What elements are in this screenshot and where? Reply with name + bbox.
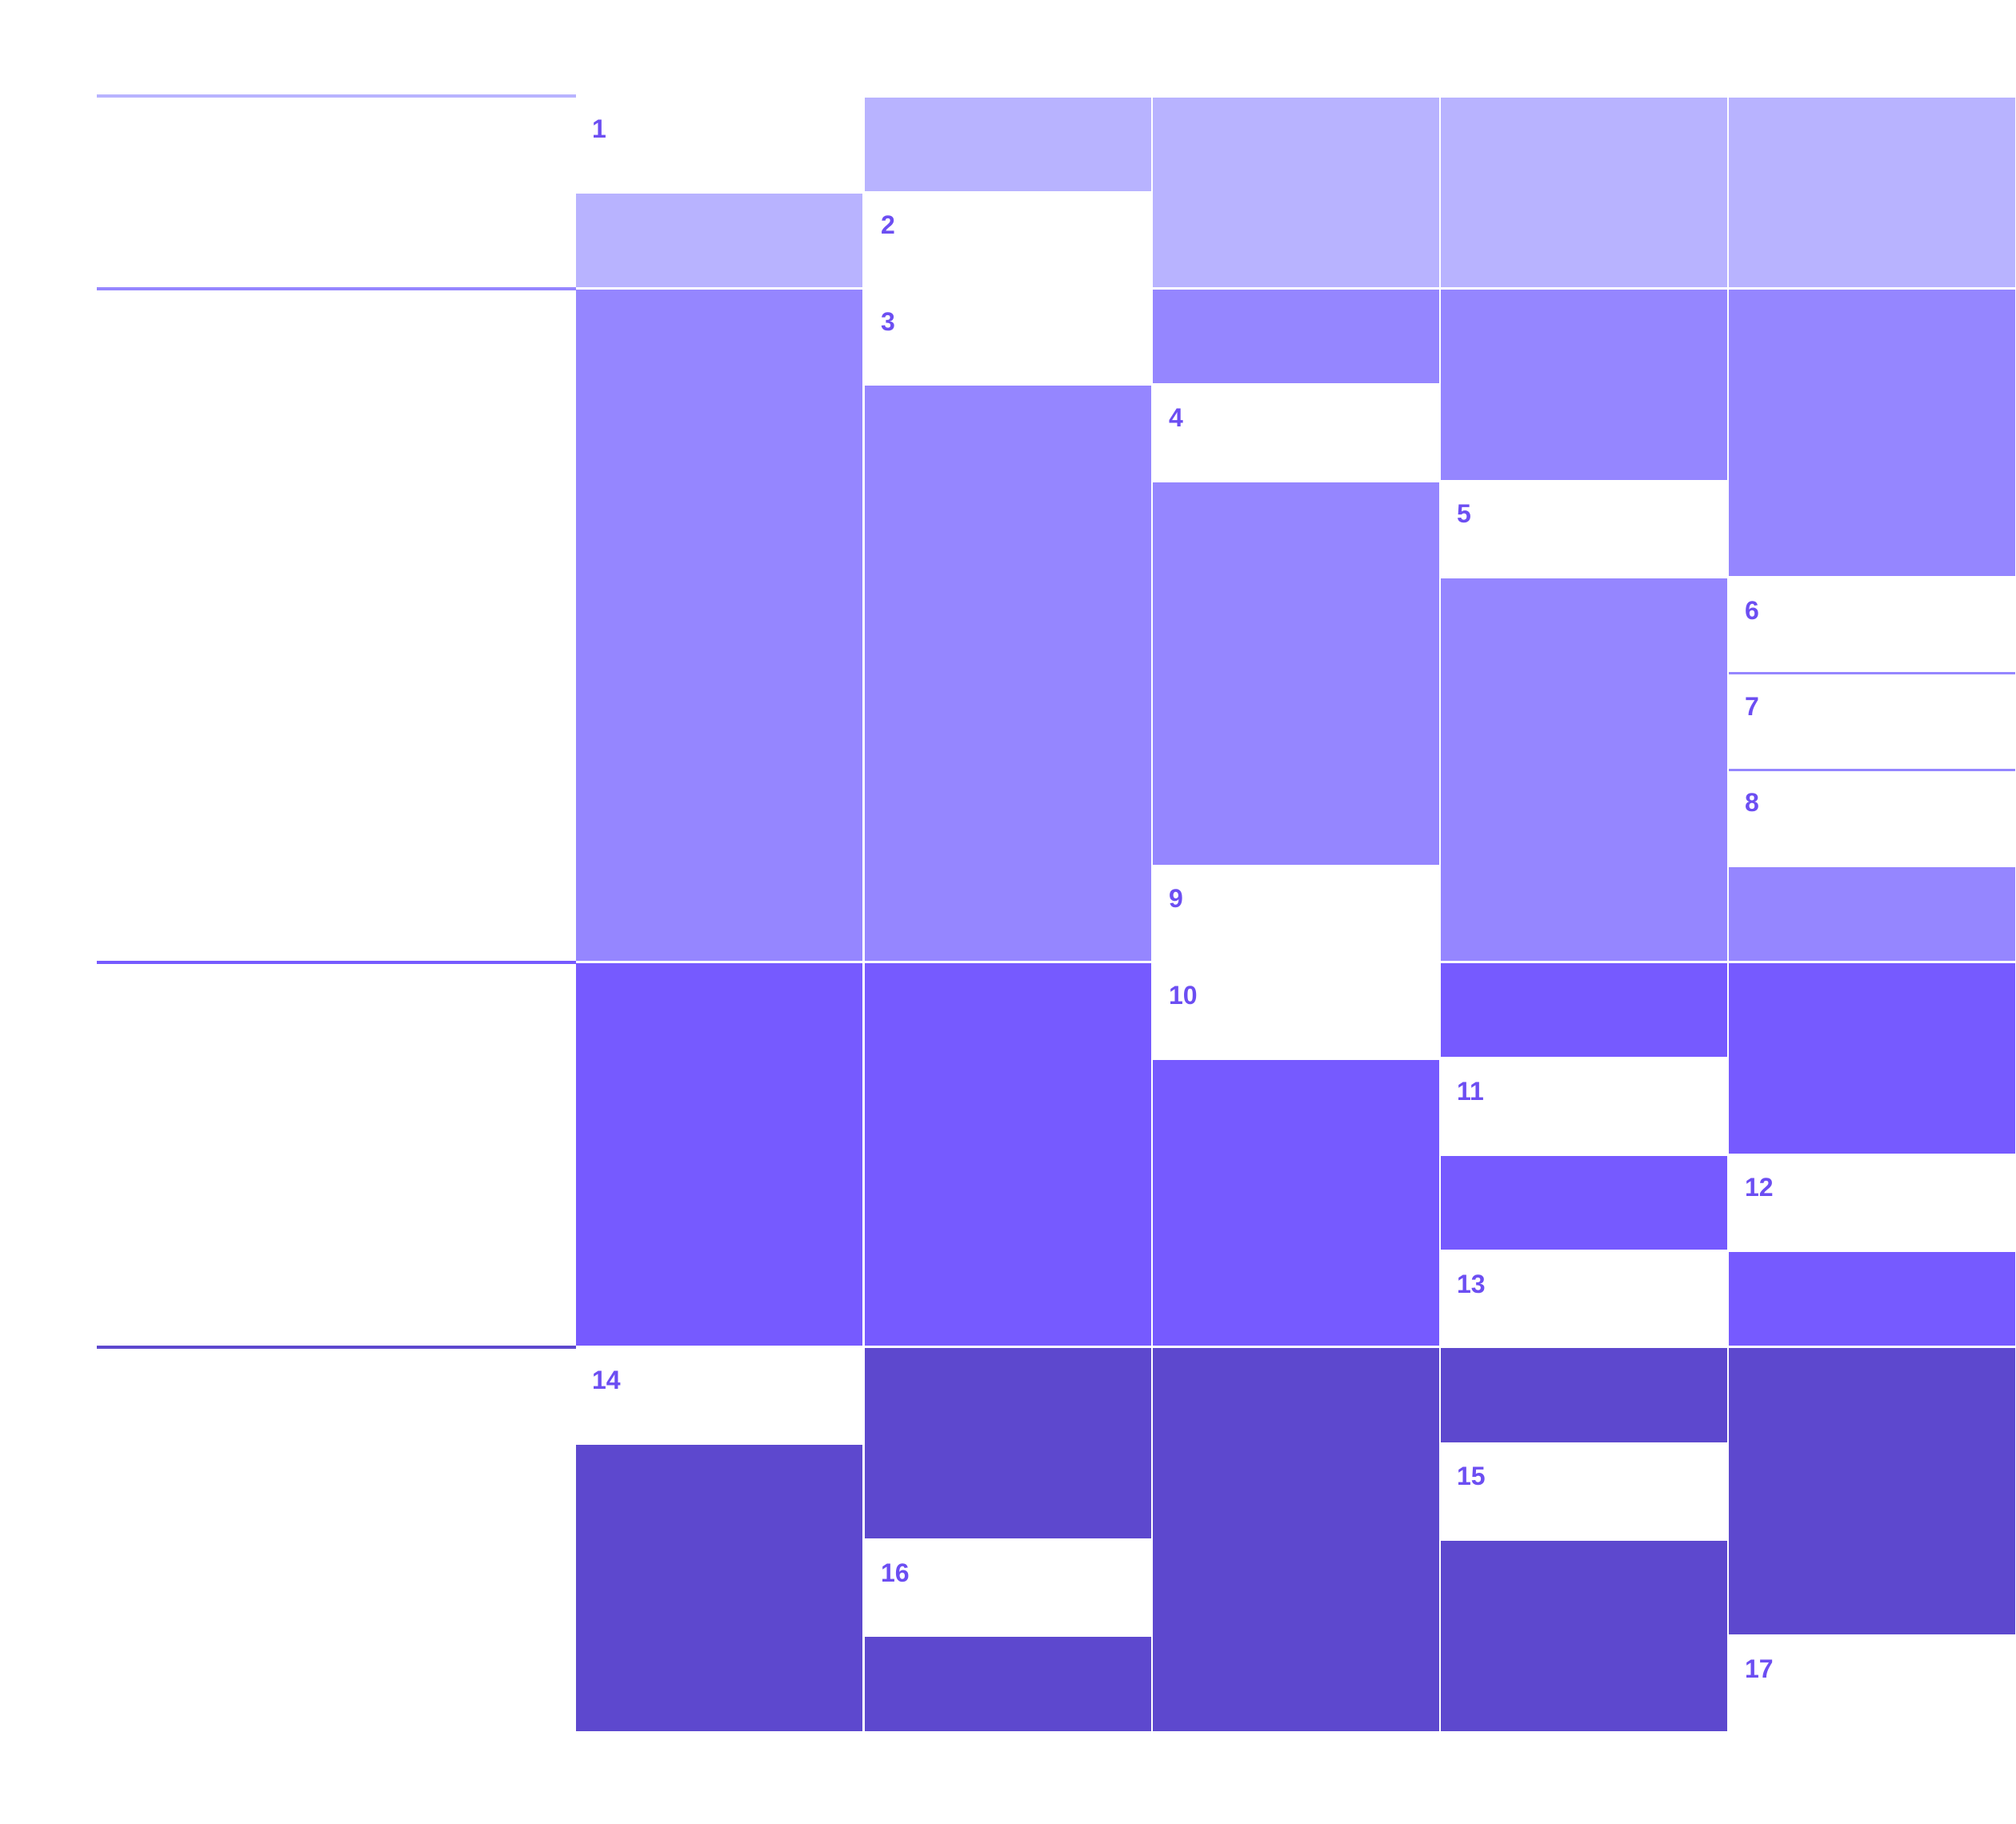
cell-label: 12 [1745,1173,1774,1202]
label-separator [1729,768,2015,771]
cell-label: 16 [881,1558,910,1587]
col-3-block [1153,1059,1439,1346]
col-4-block [1441,1348,1727,1442]
cell-label: 14 [592,1365,621,1394]
col-4-block [1441,1155,1727,1250]
col-5-block [1729,290,2015,576]
col-3-block [1153,1348,1439,1731]
col-3-block [1153,482,1439,865]
group-line-1 [97,94,576,98]
col-5-block [1729,963,2015,1154]
col-4-block [1441,290,1727,480]
col-5-block [1729,866,2015,962]
cell-label: 17 [1745,1654,1774,1683]
cell-label: 6 [1745,595,1759,625]
col-4-block [1441,97,1727,288]
col-3-block [1153,97,1439,288]
col-5-block [1729,97,2015,288]
col-3-block [1153,290,1439,384]
col-2-block [865,1637,1151,1731]
col-1-block [576,290,862,962]
col-2-block [865,386,1151,962]
cell-label: 7 [1745,691,1759,721]
col-2-block [865,97,1151,191]
col-1-block [576,963,862,1346]
col-2-block [865,1348,1151,1538]
col-4-block [1441,578,1727,962]
cell-label: 1 [592,114,606,143]
cell-label: 13 [1457,1269,1486,1298]
group-line-3 [97,960,576,964]
cell-label: 8 [1745,788,1759,818]
group-line-2 [97,286,576,290]
col-4-block [1441,1541,1727,1731]
cell-label: 4 [1169,402,1183,432]
col-2-block [865,963,1151,1346]
col-1-block [576,1444,862,1731]
col-5-block [1729,1348,2015,1635]
cell-label: 15 [1457,1462,1486,1491]
col-4-block [1441,963,1727,1058]
group-line-4 [97,1345,576,1349]
col-1-block [576,193,862,288]
cell-label: 9 [1169,884,1183,914]
cell-label: 2 [881,210,895,240]
cell-label: 11 [1457,1077,1484,1106]
col-5-block [1729,1252,2015,1346]
cell-label: 5 [1457,499,1471,529]
cell-label: 3 [881,306,895,336]
label-separator [1729,672,2015,675]
cell-label: 10 [1169,980,1198,1010]
